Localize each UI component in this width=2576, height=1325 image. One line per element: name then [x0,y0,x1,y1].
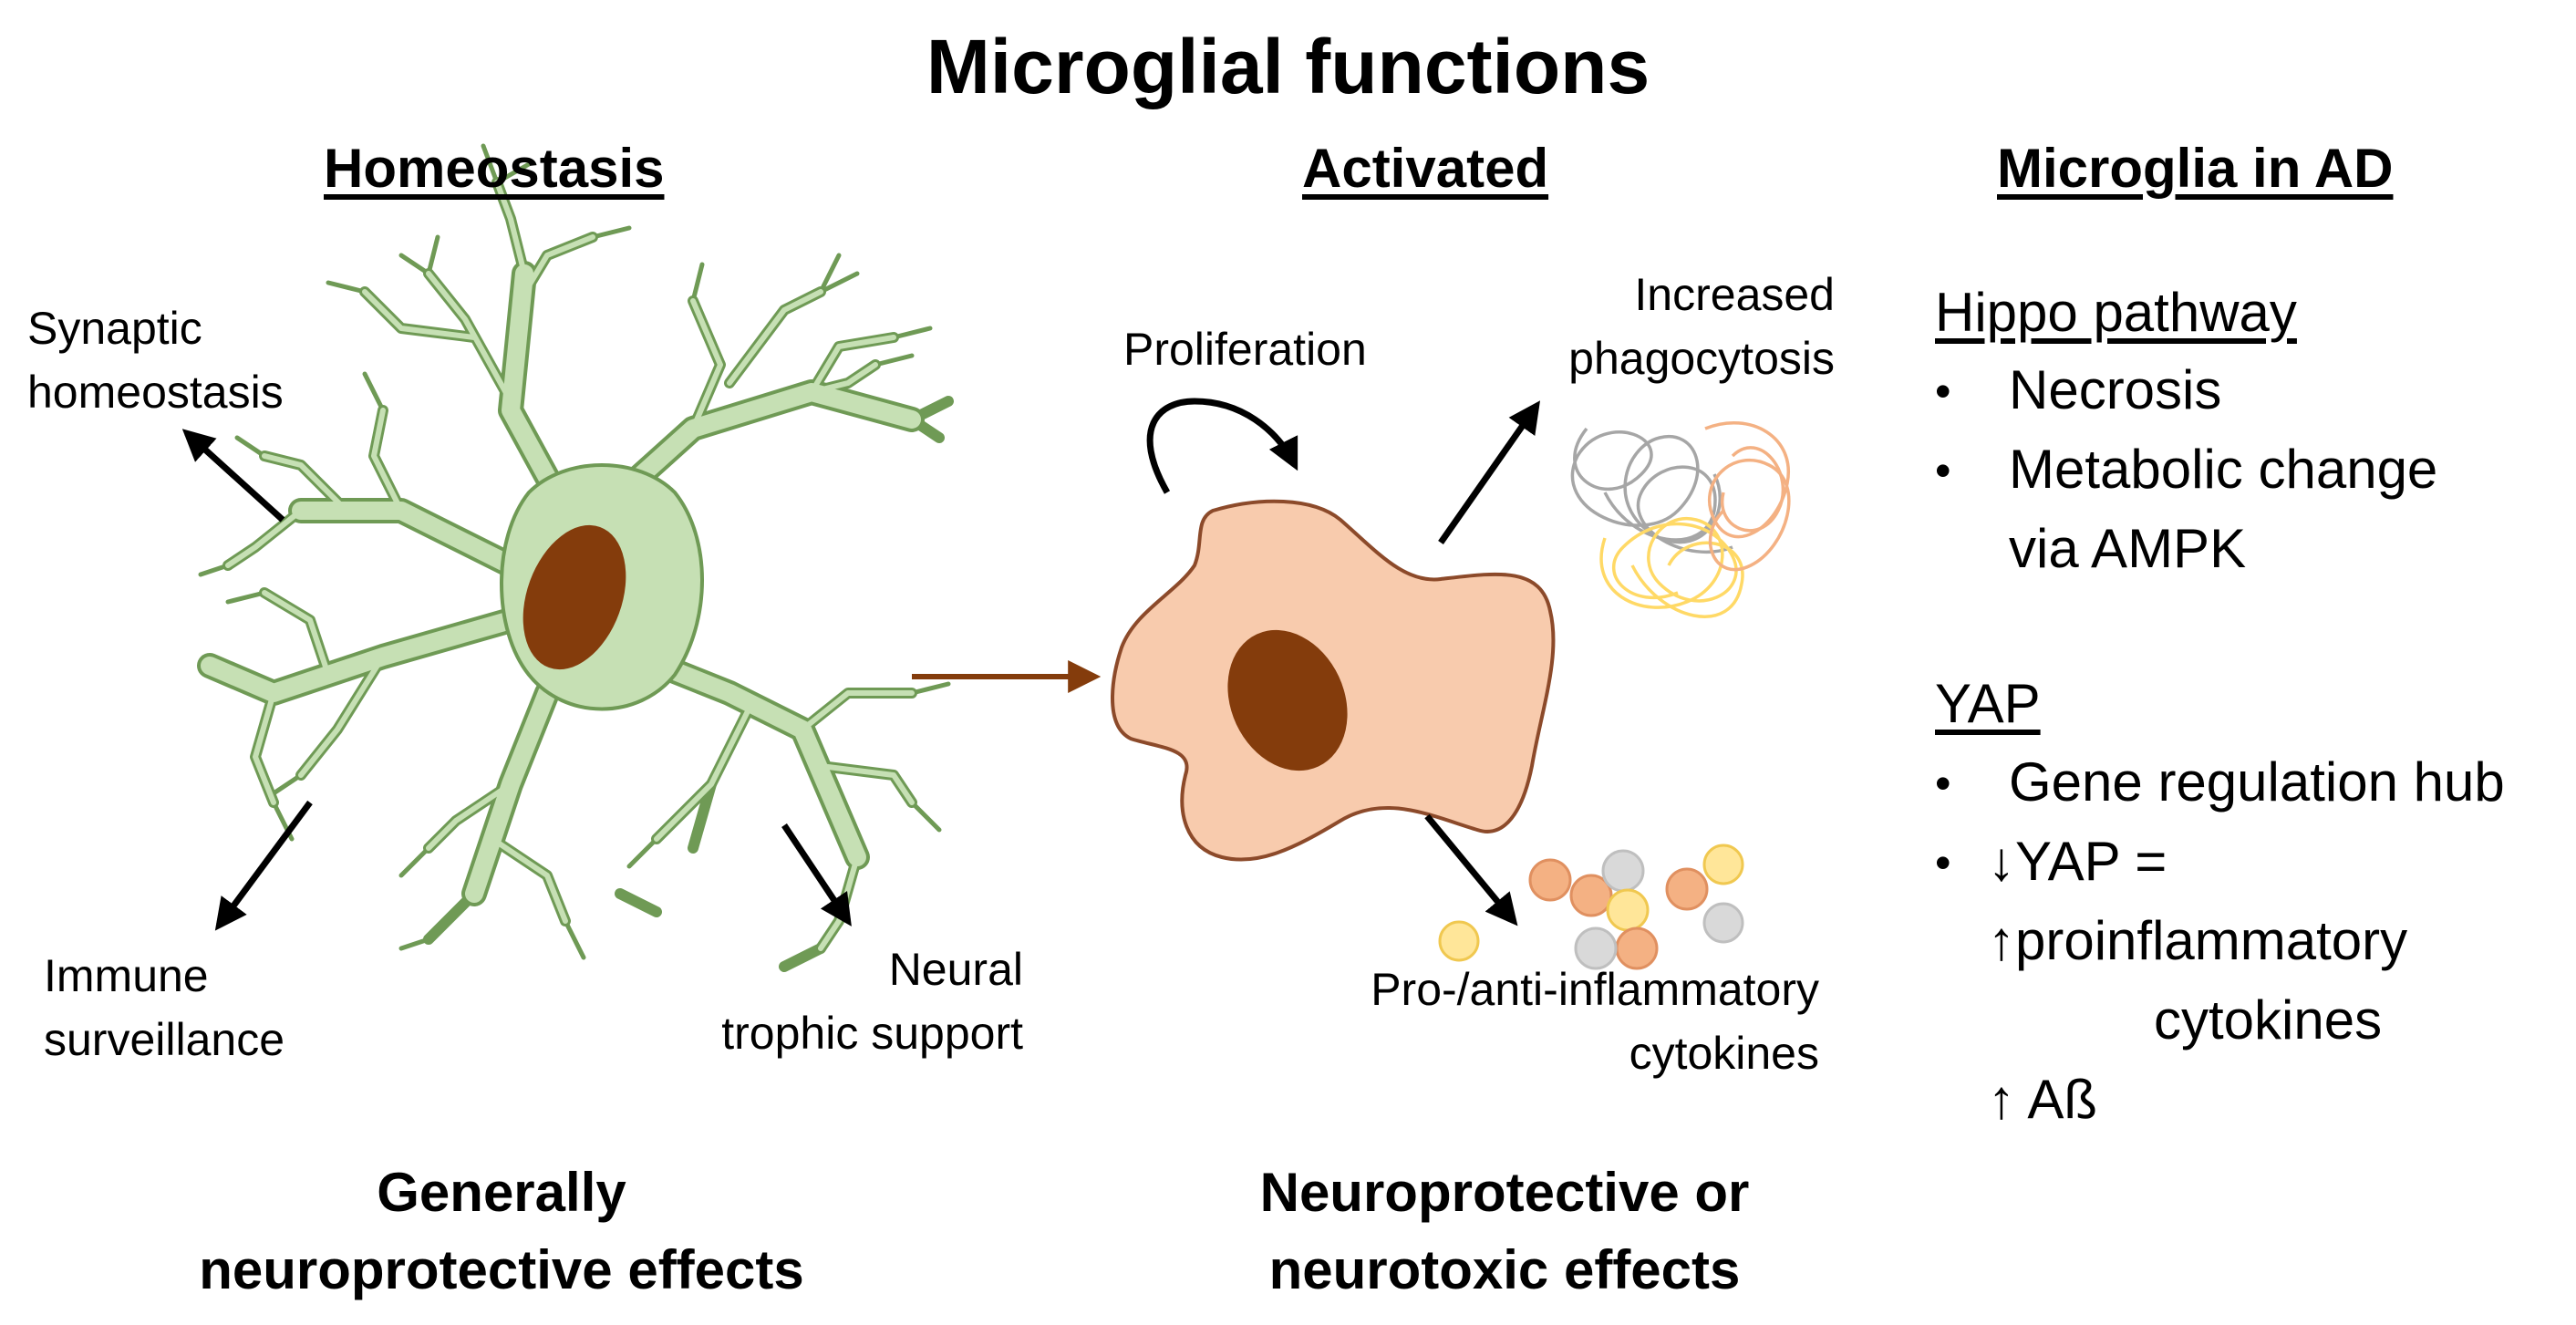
effect-activated: Neuroprotective or neurotoxic effects [1158,1154,1851,1309]
effect-homeostasis-line1: Generally [377,1162,626,1223]
heading-activated: Activated [1302,138,1549,199]
cytokine-particle [1601,849,1645,893]
label-neural-trophic-support: Neural trophic support [638,937,1023,1065]
label-neural-line1: Neural [888,944,1023,995]
yap-heading: YAP [1935,673,2041,734]
synaptic-homeostasis-arrow [181,429,285,523]
activated-cell-nucleus [1227,629,1348,771]
yap-item-cytokines: cytokines [2154,989,2383,1051]
microglia-branches-fill [201,180,921,951]
cytokine-particle [1574,926,1618,970]
resting-cell-nucleus [522,524,626,670]
hippo-item-necrosis: Necrosis [2009,359,2222,420]
cytokines-arrow [1424,813,1518,926]
label-phago-line2: phagocytosis [1568,333,1835,384]
yap-item-up-proinflammatory: ↑proinflammatory [1988,910,2408,971]
bullet-icon: • [1935,366,1951,417]
phagocytosis-arrow [1438,400,1541,545]
heading-microglia-in-ad: Microglia in AD [1997,138,2394,199]
label-cytokines-line2: cytokines [1629,1028,1819,1079]
hippo-pathway-heading: Hippo pathway [1935,282,2297,343]
page-title: Microglial functions [926,24,1650,109]
cytokine-particle [1438,920,1480,962]
effect-activated-line1: Neuroprotective or [1259,1162,1750,1223]
debris-tangle [1570,421,1791,618]
label-synaptic-line2: homeostasis [27,367,284,418]
effect-homeostasis: Generally neuroprotective effects [119,1154,885,1309]
label-neural-line2: trophic support [721,1008,1023,1059]
hippo-item-via-ampk: via AMPK [2009,518,2247,579]
cytokine-particle [1606,888,1650,932]
bullet-icon: • [1935,758,1951,809]
cytokine-particle [1665,867,1709,911]
label-immune-surveillance: Immune surveillance [44,944,284,1071]
cytokine-particle [1569,874,1613,917]
label-increased-phagocytosis: Increased phagocytosis [1459,263,1835,390]
effect-activated-line2: neurotoxic effects [1268,1239,1741,1301]
cytokine-particle [1528,858,1572,902]
yap-item-down-yap: ↓YAP = [1988,831,2167,892]
cytokine-particles [1438,844,1744,970]
label-cytokines: Pro-/anti-inflammatory cytokines [1258,958,1819,1085]
neural-trophic-support-arrow [781,823,852,926]
bullet-icon: • [1935,445,1951,496]
label-immune-line2: surveillance [44,1014,285,1065]
label-cytokines-line1: Pro-/anti-inflammatory [1371,964,1819,1015]
label-synaptic-homeostasis: Synaptic homeostasis [27,296,284,424]
proliferation-curved-arrow [1146,398,1298,494]
heading-homeostasis: Homeostasis [324,138,665,199]
resting-microglia-cell [197,143,954,972]
label-synaptic-line1: Synaptic [27,303,202,354]
cytokine-particle [1702,844,1744,885]
hippo-item-metabolic-change: Metabolic change [2009,439,2438,500]
yap-item-gene-regulation-hub: Gene regulation hub [2009,751,2505,813]
activated-microglia-cell [1111,499,1556,862]
effect-homeostasis-line2: neuroprotective effects [199,1239,804,1301]
yap-item-up-abeta: ↑ Aß [1988,1069,2098,1130]
label-immune-line1: Immune [44,950,209,1001]
cytokine-particle [1702,902,1744,944]
label-phago-line1: Increased [1634,269,1835,320]
label-proliferation: Proliferation [1123,324,1367,375]
immune-surveillance-arrow [214,800,313,931]
bullet-icon: • [1935,837,1951,888]
